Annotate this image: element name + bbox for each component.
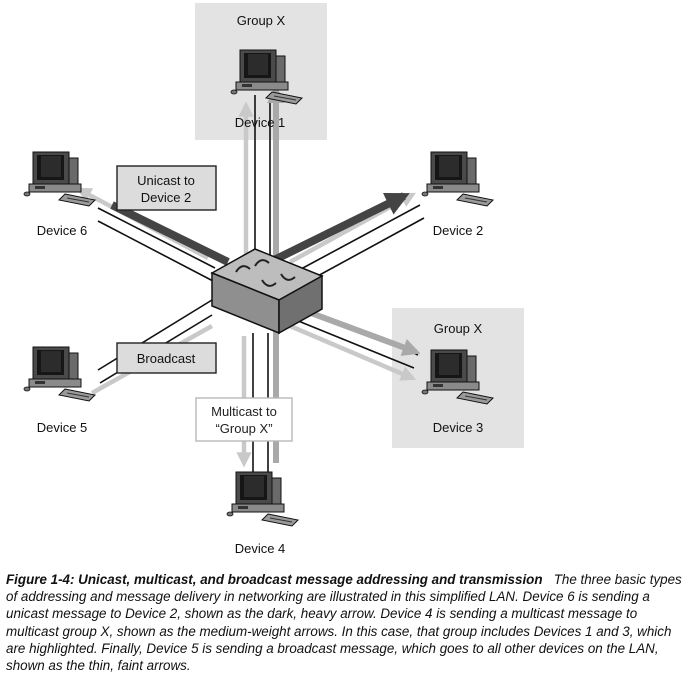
network-diagram: Group X Group X Device 1 Device 2 Device… (23, 3, 524, 556)
unicast-message-box: Unicast to Device 2 (116, 165, 217, 211)
broadcast-message-box: Broadcast (116, 342, 217, 374)
multicast-message-box: Multicast to “Group X” (195, 397, 293, 442)
device-1-label: Device 1 (235, 115, 286, 130)
figure-caption: Figure 1-4: Unicast, multicast, and broa… (6, 571, 690, 674)
group-x-label-top: Group X (237, 13, 286, 28)
broadcast-arrow-to-device-3 (289, 323, 417, 381)
device-4-label: Device 4 (235, 541, 286, 556)
computer-device-2-icon (421, 151, 494, 207)
device-3-label: Device 3 (433, 420, 484, 435)
multicast-box-line-2: “Group X” (215, 421, 272, 436)
computer-device-4-icon (226, 471, 299, 527)
unicast-box-line-2: Device 2 (141, 190, 192, 205)
figure-caption-body: The three basic types of addressing and … (6, 572, 682, 674)
broadcast-box-label: Broadcast (137, 351, 196, 366)
computer-device-6-icon (23, 151, 96, 207)
multicast-box-line-1: Multicast to (211, 404, 277, 419)
unicast-arrow (110, 192, 410, 268)
network-hub (210, 248, 324, 335)
figure-caption-title: Figure 1-4: Unicast, multicast, and broa… (6, 572, 543, 587)
device-5-label: Device 5 (37, 420, 88, 435)
device-6-label: Device 6 (37, 223, 88, 238)
unicast-box-line-1: Unicast to (137, 173, 195, 188)
computer-device-5-icon (23, 346, 96, 402)
group-x-label-right: Group X (434, 321, 483, 336)
device-2-label: Device 2 (433, 223, 484, 238)
